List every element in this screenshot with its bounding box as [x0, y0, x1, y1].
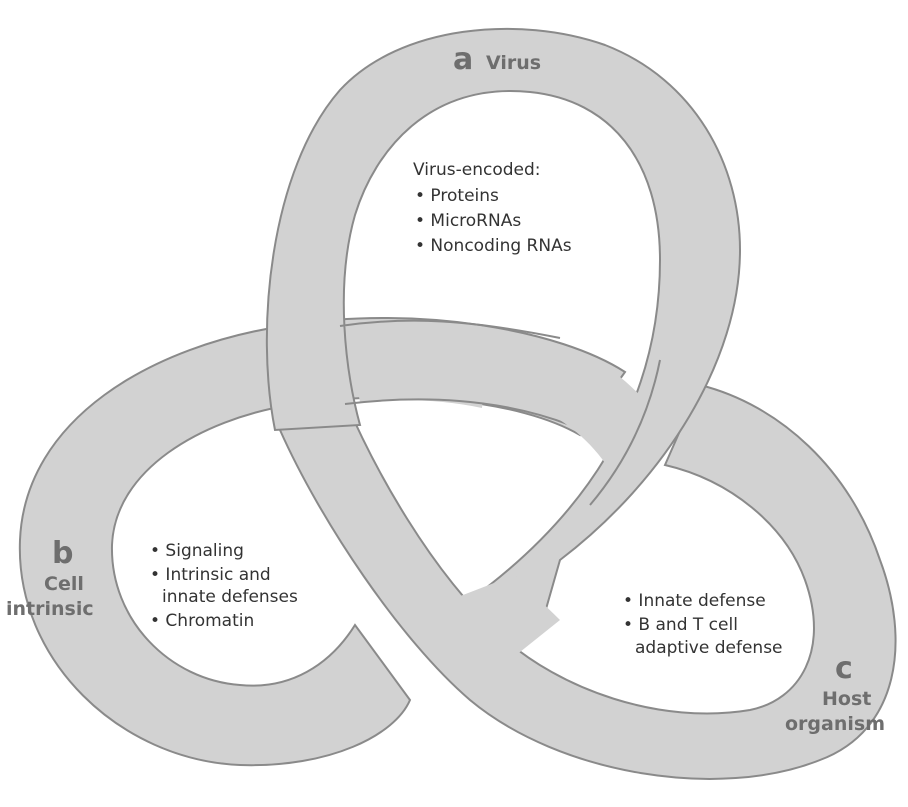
loop-a-item: • Proteins [415, 186, 499, 206]
loop-b-item: innate defenses [162, 587, 298, 607]
band-cell-intrinsic [18, 317, 627, 767]
crossing-overlays [339, 319, 668, 660]
loop-a-item: • MicroRNAs [415, 211, 521, 231]
label-b-letter: b [52, 536, 73, 571]
label-c-title-line2: organism [785, 713, 885, 735]
loop-b-item: • Signaling [150, 541, 244, 561]
loop-c-item: adaptive defense [635, 638, 783, 658]
loop-a-item: • Noncoding RNAs [415, 236, 572, 256]
label-b-title-line1: Cell [44, 573, 84, 595]
label-c-letter: c [835, 651, 853, 686]
label-a-title: Virus [486, 52, 541, 74]
label-c-title-line1: Host [822, 688, 871, 710]
loop-a-heading: Virus-encoded: [413, 160, 540, 180]
label-b-title-line2: intrinsic [6, 598, 94, 620]
band-virus [265, 27, 742, 632]
loop-c-item: • B and T cell [623, 615, 738, 635]
loop-b-item: • Chromatin [150, 611, 254, 631]
band-host-organism [278, 383, 897, 780]
loop-b-item: • Intrinsic and [150, 565, 271, 585]
label-a-letter: a [453, 42, 473, 77]
loop-c-item: • Innate defense [623, 591, 766, 611]
